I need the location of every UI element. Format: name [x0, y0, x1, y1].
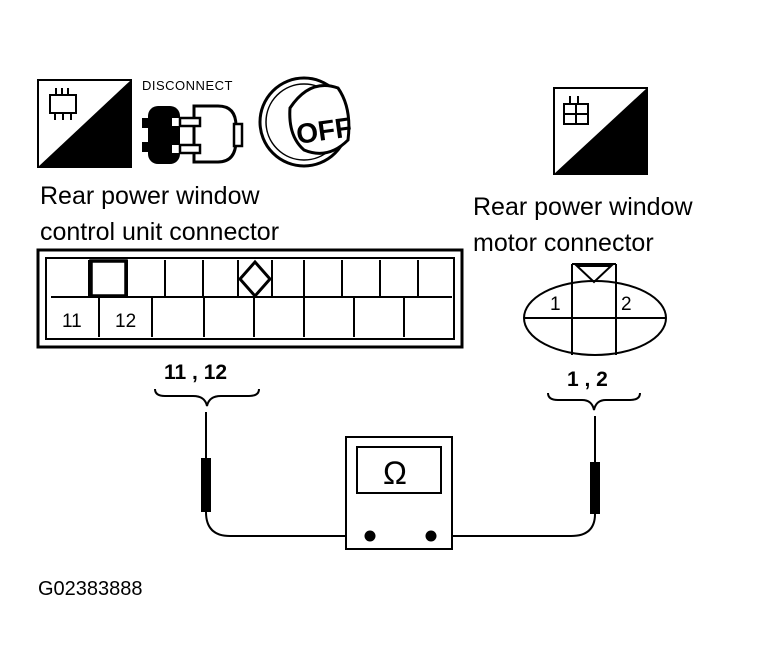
left-test-probe: [201, 412, 211, 512]
left-pin-11-label: 11: [62, 311, 82, 332]
disconnect-icon: DISCONNECT: [142, 78, 244, 164]
disconnect-label: DISCONNECT: [142, 78, 233, 93]
right-brace: [547, 392, 641, 411]
figure-id: G02383888: [38, 578, 143, 600]
motor-connector: [523, 263, 667, 356]
right-test-probe: [590, 416, 600, 514]
right-probe-pins-label: 1 , 2: [567, 368, 608, 391]
ohmmeter: Ω: [345, 436, 453, 550]
left-connector-title-line1: Rear power window: [40, 182, 260, 210]
left-test-lead: [205, 511, 370, 537]
left-probe-pins-label: 11 , 12: [164, 361, 227, 384]
hs-badge-text: H.S.: [86, 142, 129, 167]
right-pin-1-label: 1: [550, 294, 561, 315]
terminal-side-icon: T.S.: [553, 87, 648, 175]
off-label: OFF: [294, 111, 354, 149]
left-brace: [154, 388, 260, 407]
meter-terminal-left: [364, 530, 376, 542]
right-connector-title-line1: Rear power window: [473, 193, 693, 221]
right-pin-2-label: 2: [621, 294, 632, 315]
ts-badge-text: T.S.: [597, 148, 635, 173]
ignition-off-icon: OFF: [258, 76, 354, 168]
control-unit-connector: [36, 248, 464, 349]
left-connector-title-line2: control unit connector: [40, 218, 279, 246]
harness-side-icon: H.S.: [37, 79, 132, 168]
right-connector-title-line2: motor connector: [473, 229, 654, 257]
meter-terminal-right: [425, 530, 437, 542]
ohm-symbol: Ω: [383, 455, 407, 491]
left-pin-12-label: 12: [115, 311, 136, 332]
right-test-lead: [431, 513, 596, 537]
